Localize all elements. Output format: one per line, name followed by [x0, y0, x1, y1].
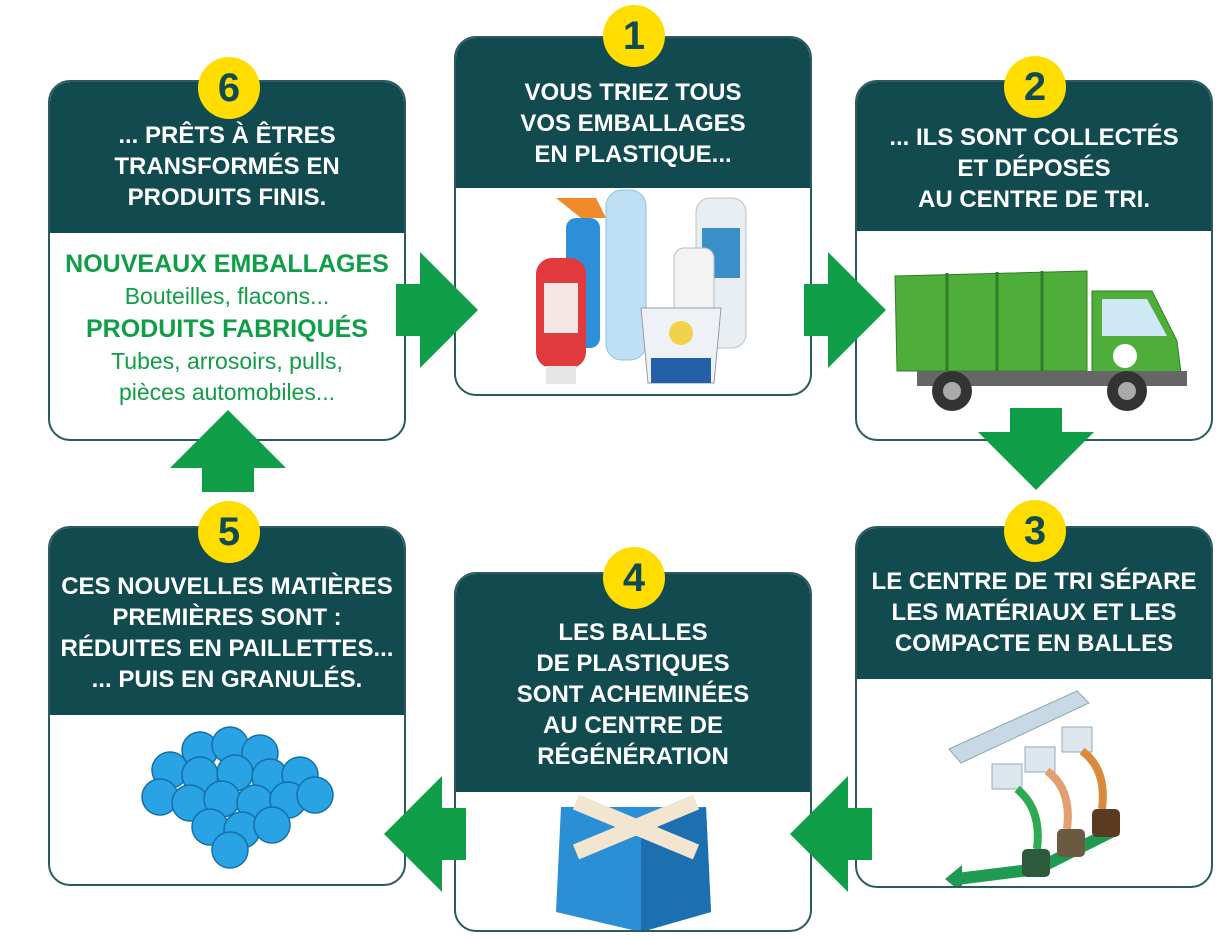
step-4-title-line: DE PLASTIQUES — [536, 650, 730, 677]
product-detail: Bouteilles, flacons... — [124, 283, 330, 309]
step-6-title-line: ... PRÊTS À ÊTRES — [118, 122, 336, 149]
step-3-title-line: LE CENTRE DE TRI SÉPARE — [871, 568, 1197, 595]
step-5-card: CES NOUVELLES MATIÈRES PREMIÈRES SONT : … — [48, 526, 406, 886]
arrow-left-icon — [384, 776, 466, 892]
step-1-badge: 1 — [603, 5, 665, 67]
step-1-title-line: VOS EMBALLAGES — [520, 110, 746, 137]
step-6-badge: 6 — [198, 57, 260, 119]
step-3-title-line: LES MATÉRIAUX ET LES — [891, 599, 1177, 626]
step-4-card: LES BALLES DE PLASTIQUES SONT ACHEMINÉES… — [454, 572, 812, 932]
step-3-card: LE CENTRE DE TRI SÉPARE LES MATÉRIAUX ET… — [855, 526, 1213, 888]
sorting-center-illustration — [857, 679, 1211, 886]
arrow-right-icon — [804, 252, 886, 368]
granules-illustration — [50, 715, 404, 884]
step-4-title-line: LES BALLES — [558, 619, 708, 646]
step-4-header: LES BALLES DE PLASTIQUES SONT ACHEMINÉES… — [456, 574, 810, 792]
step-2-title-line: ... ILS SONT COLLECTÉS — [889, 124, 1179, 151]
step-2-title-line: AU CENTRE DE TRI. — [917, 186, 1150, 213]
product-heading: PRODUITS FABRIQUÉS — [86, 315, 368, 343]
product-heading: NOUVEAUX EMBALLAGES — [65, 250, 389, 278]
step-2-title-line: ET DÉPOSÉS — [957, 155, 1111, 182]
step-2-badge: 2 — [1004, 56, 1066, 118]
step-5-header: CES NOUVELLES MATIÈRES PREMIÈRES SONT : … — [50, 528, 404, 715]
step-6-card: ... PRÊTS À ÊTRES TRANSFORMÉS EN PRODUIT… — [48, 80, 406, 441]
step-5-badge: 5 — [198, 501, 260, 563]
step-5-title-line: PREMIÈRES SONT : — [112, 604, 342, 631]
step-4-title-line: SONT ACHEMINÉES — [516, 681, 750, 708]
arrow-right-icon — [396, 252, 478, 368]
step-3-badge: 3 — [1004, 500, 1066, 562]
garbage-truck-illustration — [857, 231, 1211, 439]
arrow-down-icon — [978, 408, 1094, 490]
step-2-card: ... ILS SONT COLLECTÉS ET DÉPOSÉS AU CEN… — [855, 80, 1213, 441]
step-4-title-line: AU CENTRE DE — [542, 712, 723, 739]
step-3-title-line: COMPACTE EN BALLES — [894, 630, 1174, 657]
step-6-title-line: PRODUITS FINIS. — [127, 184, 327, 211]
step-3-header: LE CENTRE DE TRI SÉPARE LES MATÉRIAUX ET… — [857, 528, 1211, 679]
step-1-title-line: EN PLASTIQUE... — [534, 141, 732, 168]
step-5-title-line: RÉDUITES EN PAILLETTES... — [60, 635, 394, 662]
arrow-left-icon — [790, 776, 872, 892]
step-1-title-line: VOUS TRIEZ TOUS — [524, 79, 742, 106]
step-5-title-line: ... PUIS EN GRANULÉS. — [91, 666, 363, 693]
step-1-card: VOUS TRIEZ TOUS VOS EMBALLAGES EN PLASTI… — [454, 36, 812, 396]
step-5-title-line: CES NOUVELLES MATIÈRES — [61, 573, 393, 600]
plastic-bale-illustration — [456, 792, 810, 930]
step-6-title-line: TRANSFORMÉS EN — [114, 153, 340, 180]
step-4-badge: 4 — [603, 547, 665, 609]
product-detail: pièces automobiles... — [118, 379, 336, 405]
plastic-packaging-illustration — [456, 188, 810, 393]
arrow-up-icon — [170, 410, 286, 492]
step-4-title-line: RÉGÉNÉRATION — [537, 743, 729, 770]
product-detail: Tubes, arrosoirs, pulls, — [111, 348, 343, 374]
